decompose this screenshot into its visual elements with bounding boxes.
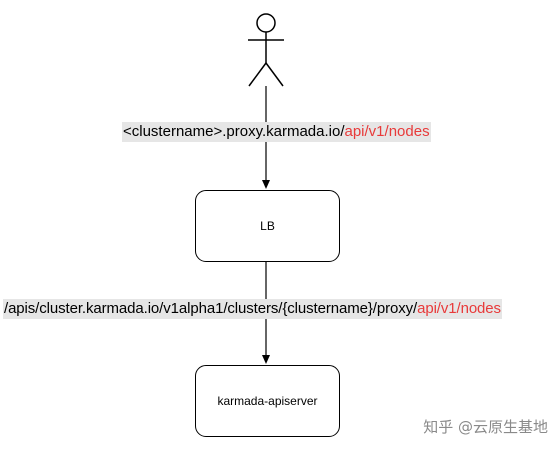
- edge-label-proxy-api-path: /apis/cluster.karmada.io/v1alpha1/cluste…: [3, 299, 502, 319]
- edge-label-proxy-host-prefix: <clustername>.proxy.karmada.io/: [123, 123, 345, 140]
- edge-label-proxy-host-path: api/v1/nodes: [344, 123, 430, 140]
- watermark-text: 知乎 @云原生基地: [423, 418, 548, 436]
- edge-label-proxy-api-path-path: api/v1/nodes: [417, 300, 501, 317]
- arrowhead-lb: [262, 180, 270, 189]
- arrowhead-apiserver: [262, 355, 270, 364]
- node-karmada-apiserver: karmada-apiserver: [195, 365, 340, 437]
- edge-label-proxy-api-path-prefix: /apis/cluster.karmada.io/v1alpha1/cluste…: [4, 300, 418, 317]
- stick-figure-user-icon: [248, 13, 284, 87]
- node-lb: LB: [195, 190, 340, 262]
- node-lb-label: LB: [260, 219, 275, 233]
- node-karmada-apiserver-label: karmada-apiserver: [217, 394, 318, 408]
- edge-label-proxy-host: <clustername>.proxy.karmada.io/api/v1/no…: [122, 122, 431, 142]
